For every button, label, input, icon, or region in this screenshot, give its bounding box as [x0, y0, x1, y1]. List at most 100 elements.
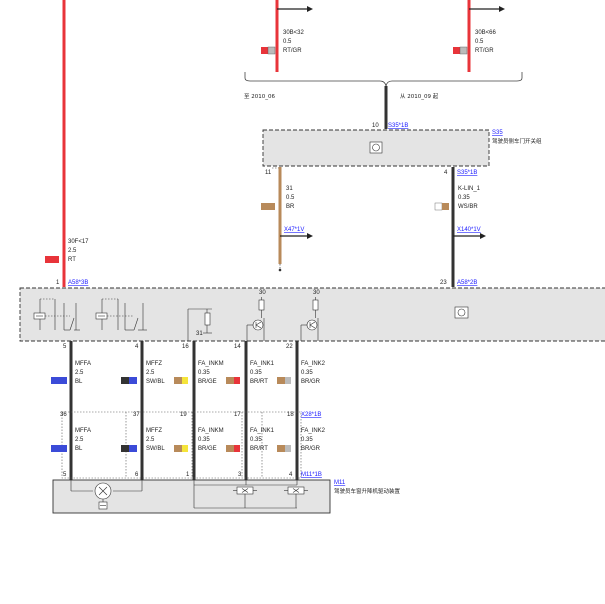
wire-id: FA_INK2 [301, 428, 326, 434]
m11-connector-link[interactable]: M11*1B [301, 472, 322, 478]
color-swatch-white [434, 202, 443, 211]
wire-id: 30B<32 [283, 30, 305, 36]
color-swatch-grey [285, 445, 291, 452]
color-swatch-brown [442, 203, 449, 210]
dest-connector-link[interactable]: X140*1V [457, 227, 481, 233]
x28-connector-link[interactable]: X28*1B [301, 412, 321, 418]
color-swatch-black [121, 445, 129, 452]
internal-30a-label: 30 [259, 290, 266, 296]
a58-module [19, 287, 605, 342]
wire-color: RT/GR [475, 48, 494, 54]
color-swatch-black [121, 377, 129, 384]
wire-id: FA_INK1 [250, 428, 275, 434]
s35-top-pin: 10 [372, 123, 379, 129]
wire-id: MFFA [75, 361, 91, 367]
color-swatch-blue [51, 445, 67, 452]
wire-size: 2.5 [68, 248, 77, 254]
wire-color: SW/BL [146, 446, 165, 452]
color-swatch-red [453, 47, 460, 54]
m11-sensor-network [193, 480, 308, 509]
color-swatch-red [234, 445, 240, 452]
pin-label: 4 [135, 344, 139, 350]
wire-id: MFFZ [146, 428, 162, 434]
wire-size: 2.5 [75, 437, 84, 443]
wire-color: BR/GE [198, 446, 217, 452]
relay-2 [95, 298, 147, 331]
sensor-2 [300, 297, 319, 341]
s35-module-symbol [369, 141, 383, 154]
wire-size: 0.35 [250, 370, 262, 376]
s35-top-connector-link[interactable]: S35*1B [388, 123, 408, 129]
wire-size: 0.35 [198, 370, 210, 376]
color-swatch-brown [174, 377, 182, 384]
top-wire-left: 30B<32 0.5 RT/GR [261, 0, 313, 72]
color-swatch-blue [129, 377, 137, 384]
arrow-right-icon [307, 6, 313, 12]
color-swatch-grey [285, 377, 291, 384]
control-unit-icon [457, 308, 466, 317]
wire-size: 0.5 [475, 39, 484, 45]
wire-size: 0.5 [286, 195, 295, 201]
a58-module-symbol [454, 306, 469, 319]
arrow-right-icon [499, 6, 505, 12]
color-swatch-blue [129, 445, 137, 452]
a58-connector-right-link[interactable]: A58*2B [457, 280, 477, 286]
wire-id: MFFZ [146, 361, 162, 367]
pin-label: 5 [63, 344, 67, 350]
color-swatch-blue [51, 377, 67, 384]
wire-id: FA_INK2 [301, 361, 326, 367]
wire-labels-lower: MFFA 2.5 BL MFFZ 2.5 SW/BL FA_INKM 0.35 … [51, 428, 326, 452]
wire-color: BL [75, 446, 83, 452]
color-swatch-grey [267, 46, 276, 55]
wire-color: BR/GR [301, 446, 321, 452]
color-swatch-brown [226, 377, 234, 384]
color-swatch-red [234, 377, 240, 384]
internal-31-label: 31 [196, 331, 203, 337]
wire-color: BR [286, 204, 295, 210]
variant-left-label: 至 2010_06 [244, 93, 275, 100]
x28-pin-label: 19 [180, 412, 187, 418]
wire-size: 2.5 [146, 437, 155, 443]
wire-id: 31 [286, 186, 293, 192]
m11-pin-label: 5 [63, 472, 67, 478]
a58-pin-right: 23 [440, 280, 447, 286]
color-swatch-brown [261, 203, 275, 210]
x28-pin-label: 18 [287, 412, 294, 418]
m11-pin-label: 4 [289, 472, 293, 478]
wire-color: SW/BL [146, 379, 165, 385]
x28-pin-label: 37 [133, 412, 140, 418]
arrow-right-icon [307, 233, 313, 239]
s35-name-link[interactable]: S35 [492, 130, 503, 136]
ground-31 [187, 308, 212, 341]
top-wire-right: 30B<66 0.5 RT/GR [453, 0, 505, 72]
a58-pin-left: 1 [56, 280, 60, 286]
wire-id: 30F<17 [68, 239, 89, 245]
pin-label: 22 [286, 344, 293, 350]
color-swatch-brown [174, 445, 182, 452]
m11-name-link[interactable]: M11 [334, 480, 346, 486]
wire-end-dot [278, 268, 282, 272]
wire-size: 0.5 [283, 39, 292, 45]
color-swatch-red [261, 47, 268, 54]
s35-pin-right: 4 [444, 170, 448, 176]
color-swatch-yellow [182, 377, 188, 384]
a58-connector-left-link[interactable]: A58*3B [68, 280, 88, 286]
m11-description: 驾驶员车窗升降机驱动装置 [334, 487, 401, 495]
wire-id: 30B<66 [475, 30, 497, 36]
m11-pin-label: 1 [186, 472, 190, 478]
wire-color: BR/RT [250, 379, 268, 385]
color-swatch-yellow [182, 445, 188, 452]
s35-pin-left: 11 [265, 170, 272, 176]
internal-30b-label: 30 [313, 290, 320, 296]
dest-connector-link[interactable]: X47*1V [284, 227, 304, 233]
wire-size: 0.35 [250, 437, 262, 443]
wire-size: 2.5 [146, 370, 155, 376]
m11-pin-label: 3 [238, 472, 242, 478]
color-swatch-red [45, 256, 59, 263]
variant-brace [244, 72, 523, 87]
s35-pin-right-connector-link[interactable]: S35*1B [457, 170, 477, 176]
wire-id: K-LIN_1 [458, 186, 481, 192]
x28-pin-label: 36 [60, 412, 67, 418]
s35-description: 驾驶员侧车门开关组 [492, 137, 542, 145]
wire-id: MFFA [75, 428, 91, 434]
